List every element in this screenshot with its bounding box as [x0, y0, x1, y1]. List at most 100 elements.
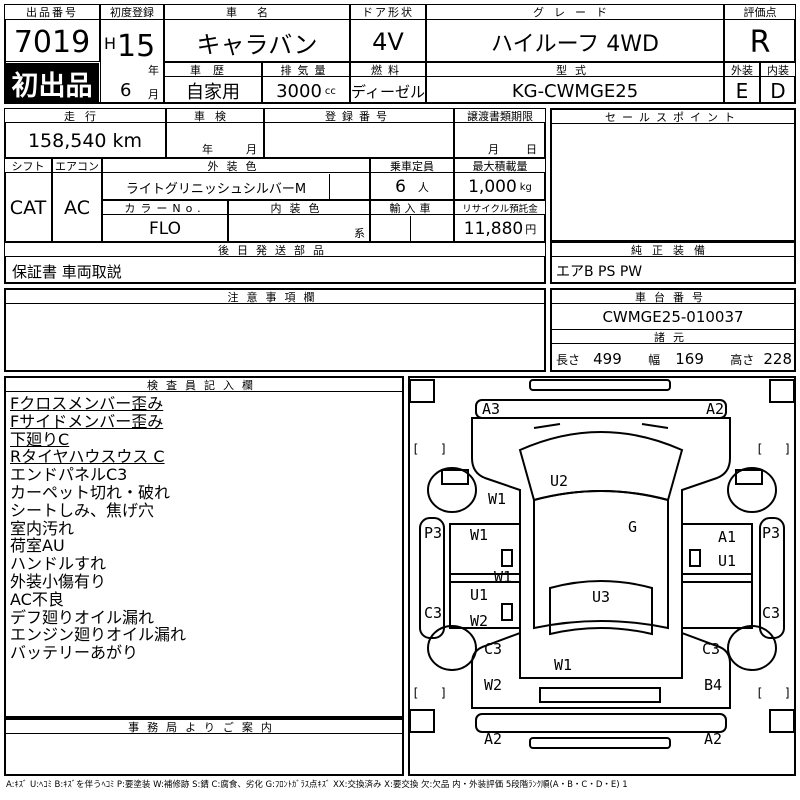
car-outline-diagram [410, 379, 794, 749]
score-cell [724, 4, 796, 62]
damage-mark: W1 [494, 568, 513, 586]
seats: 6 人 [371, 174, 453, 200]
mileage-cell [4, 108, 166, 158]
lot-cell [4, 4, 100, 62]
shift-cell [4, 158, 52, 242]
ac: AC [64, 197, 90, 219]
chassis-label: 車台番号 [552, 290, 794, 304]
first-listing-badge: 初出品 [5, 63, 99, 103]
reg-year-unit: 年 [148, 64, 159, 77]
displacement-value: 3000 [276, 80, 322, 102]
inspector-box [4, 376, 404, 718]
seats-value: 6 [395, 177, 406, 197]
bracket: ] [784, 442, 792, 456]
disp-cell [262, 62, 350, 104]
max-load-value: 1,000 [468, 177, 517, 197]
damage-mark: U1 [718, 552, 737, 570]
model-cell [426, 62, 724, 104]
load-cell [454, 158, 546, 200]
int-label: 内装 [761, 63, 795, 77]
inspector-line: Fクロスメンバー歪み [10, 394, 164, 413]
ac-label: エアコン [53, 159, 101, 173]
displacement: 3000 cc [263, 78, 349, 104]
history-label: 車歴 [165, 63, 261, 77]
disp-label: 排気量 [263, 63, 349, 77]
transfer-label: 譲渡書類期限 [455, 109, 545, 123]
damage-mark: U3 [592, 588, 611, 606]
inspector-notes: Fクロスメンバー歪み Fサイドメンバー歪み 下廻りC Rタイヤハウスウス C エ… [10, 395, 186, 662]
bracket: [ [412, 686, 420, 700]
damage-mark: C3 [424, 604, 443, 622]
damage-mark: G [628, 518, 638, 536]
office-box [4, 718, 404, 776]
width-label: 幅 [648, 352, 661, 367]
car-name: キャラバン [196, 30, 318, 59]
inspection-month-unit: 月 [246, 143, 257, 156]
dims-height: 高さ 228 [730, 349, 792, 368]
grade-label: グレード [427, 5, 723, 20]
inspector-line: エンドパネルC3 [10, 465, 128, 485]
office-label: 事務局よりご案内 [6, 720, 402, 734]
inspector-line: エンジン廻りオイル漏れ [10, 625, 187, 645]
later-parts: 保証書 車両取説 [12, 262, 122, 281]
inspector-line: 荷室AU [10, 536, 65, 556]
ext-grade: E [735, 79, 749, 103]
mileage-label: 走行 [5, 109, 165, 123]
damage-mark: U1 [470, 586, 489, 604]
inspection-year-unit: 年 [202, 143, 213, 156]
inspection-label: 車検 [167, 109, 263, 123]
int-cell [760, 62, 796, 104]
fuel: ディーゼル [351, 82, 425, 101]
seats-cell [370, 158, 454, 200]
bracket: [ [756, 686, 764, 700]
transfer-day-unit: 日 [526, 143, 537, 156]
reg-cell [100, 4, 164, 104]
reg-month: 6 [120, 80, 132, 101]
name-label: 車名 [165, 5, 349, 20]
load-label: 最大積載量 [455, 159, 545, 173]
regno-cell [264, 108, 454, 158]
chassis-number: CWMGE25-010037 [552, 305, 794, 330]
int-grade: D [770, 79, 786, 103]
door-cell [350, 4, 426, 62]
damage-mark: W2 [484, 676, 503, 694]
regno-label: 登録番号 [265, 109, 453, 123]
dims-label: 諸元 [552, 330, 794, 344]
damage-mark: P3 [424, 524, 443, 542]
score-label: 評価点 [725, 5, 795, 20]
recycle-fee-value: 11,880 [463, 219, 524, 239]
model-label: 型式 [427, 63, 723, 77]
damage-mark: A2 [484, 730, 503, 748]
legend-footer: A:ｷｽﾞ U:ﾍｺﾐ B:ｷｽﾞを伴うﾍｺﾐ P:要塗装 W:補修跡 S:錆 … [6, 780, 628, 790]
inspector-label: 検査員記入欄 [6, 378, 402, 392]
color-cell [102, 158, 370, 200]
max-load: 1,000 kg [455, 174, 545, 200]
ext-cell [724, 62, 760, 104]
lot-number: 7019 [13, 24, 91, 60]
seats-label: 乗車定員 [371, 159, 453, 173]
grade: ハイルーフ 4WD [491, 32, 659, 57]
dims-width: 幅 169 [648, 349, 704, 368]
damage-mark: A1 [718, 528, 737, 546]
genuine-label: 純正装備 [552, 243, 794, 257]
inspector-line: シートしみ、焦げ穴 [10, 500, 155, 520]
sales-point-label: セールスポイント [552, 110, 794, 124]
reg-year: 15 [117, 29, 156, 64]
damage-mark: B4 [704, 676, 723, 694]
inspector-line: カーペット切れ・破れ [10, 482, 171, 502]
width-value: 169 [675, 349, 704, 368]
recycle-fee-unit: 円 [525, 223, 537, 236]
fuel-label: 燃料 [351, 63, 425, 77]
name-cell [164, 4, 350, 62]
reg-era: H [104, 34, 117, 53]
damage-mark: A3 [482, 400, 501, 418]
damage-mark: W1 [470, 526, 489, 544]
intcolor-unit: 系 [354, 227, 365, 240]
later-cell [4, 242, 546, 284]
damage-diagram: A3 A2 U2 W1 G P3 W1 A1 P3 U1 W1 U1 U3 C3… [408, 376, 796, 776]
transfer-cell [454, 108, 546, 158]
import-cell [370, 200, 454, 242]
bracket: [ [756, 442, 764, 456]
height-value: 228 [763, 349, 792, 368]
inspector-line: ハンドルすれ [10, 554, 107, 574]
